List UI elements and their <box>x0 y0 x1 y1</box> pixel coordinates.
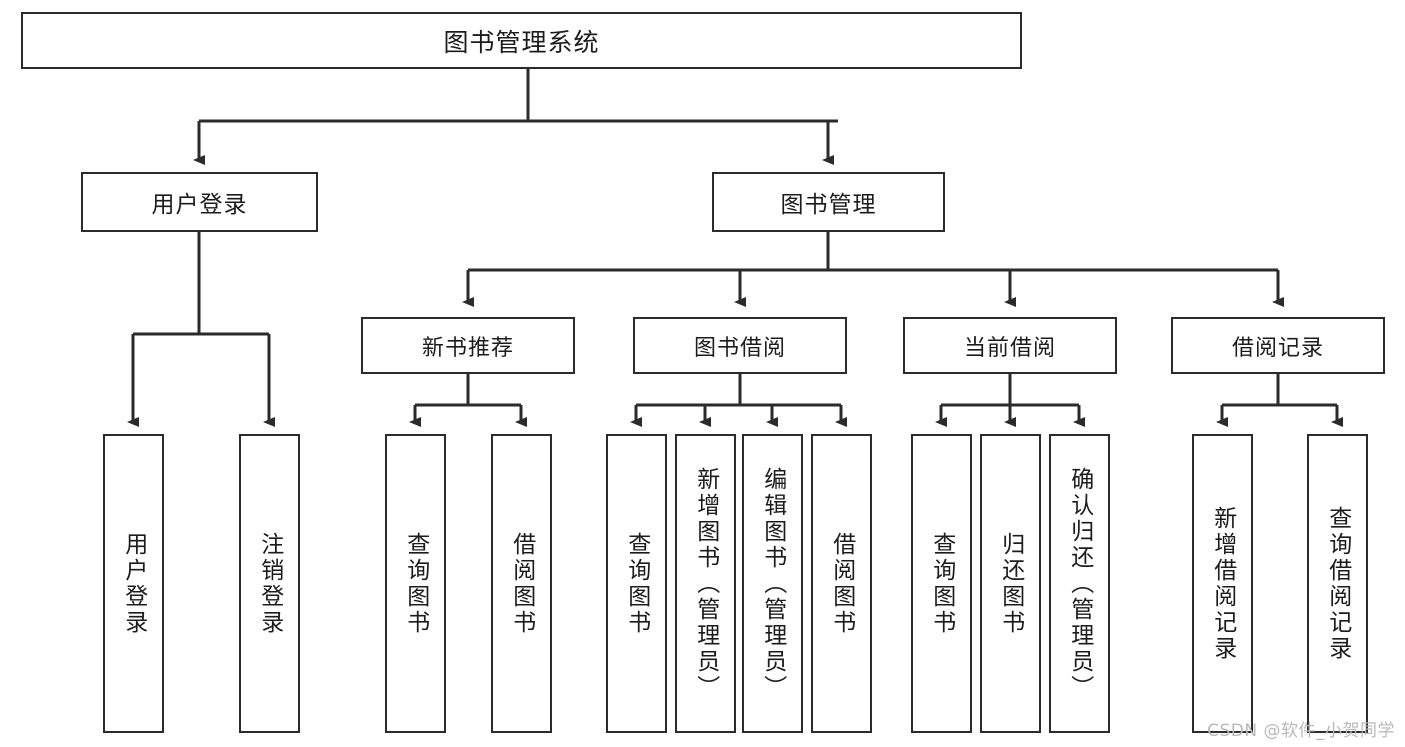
node-borrow-record[interactable]: 借阅记录 <box>1171 317 1385 374</box>
watermark-text: CSDN @软件_小贺同学 <box>1207 721 1395 741</box>
leaf-bb-add-book-label: 新增图书（管理员） <box>692 466 719 701</box>
node-new-book-recommend-label: 新书推荐 <box>421 335 514 361</box>
leaf-cb-query-book[interactable]: 查询图书 <box>911 434 972 733</box>
leaf-nb-query-book[interactable]: 查询图书 <box>385 434 446 733</box>
leaf-bb-add-book[interactable]: 新增图书（管理员） <box>675 434 736 733</box>
leaf-bb-borrow-book-label: 借阅图书 <box>828 531 855 636</box>
node-new-book-recommend[interactable]: 新书推荐 <box>361 317 575 374</box>
leaf-logout[interactable]: 注销登录 <box>239 434 300 733</box>
leaf-nb-borrow-book[interactable]: 借阅图书 <box>491 434 552 733</box>
leaf-logout-label: 注销登录 <box>256 531 283 636</box>
leaf-bb-borrow-book[interactable]: 借阅图书 <box>811 434 872 733</box>
leaf-cb-return-book-label: 归还图书 <box>997 531 1024 636</box>
node-user-login-label: 用户登录 <box>151 192 248 218</box>
leaf-cb-confirm-return-label: 确认归还（管理员） <box>1066 466 1093 701</box>
node-book-borrow-label: 图书借阅 <box>693 335 786 361</box>
leaf-br-query-record[interactable]: 查询借阅记录 <box>1307 434 1368 733</box>
leaf-bb-edit-book[interactable]: 编辑图书（管理员） <box>742 434 803 733</box>
leaf-bb-query-book-label: 查询图书 <box>623 531 650 636</box>
leaf-cb-return-book[interactable]: 归还图书 <box>980 434 1041 733</box>
leaf-bb-query-book[interactable]: 查询图书 <box>606 434 667 733</box>
leaf-user-login[interactable]: 用户登录 <box>103 434 164 733</box>
leaf-nb-borrow-book-label: 借阅图书 <box>508 531 535 636</box>
node-root-label: 图书管理系统 <box>443 27 600 57</box>
node-current-borrow-label: 当前借阅 <box>963 335 1056 361</box>
node-book-management-label: 图书管理 <box>780 192 877 218</box>
node-current-borrow[interactable]: 当前借阅 <box>903 317 1117 374</box>
leaf-br-add-record[interactable]: 新增借阅记录 <box>1192 434 1253 733</box>
node-root-system[interactable]: 图书管理系统 <box>21 12 1022 69</box>
leaf-cb-query-book-label: 查询图书 <box>928 531 955 636</box>
node-user-login[interactable]: 用户登录 <box>81 172 318 232</box>
node-borrow-record-label: 借阅记录 <box>1231 335 1324 361</box>
node-book-borrow[interactable]: 图书借阅 <box>633 317 847 374</box>
leaf-nb-query-book-label: 查询图书 <box>402 531 429 636</box>
leaf-user-login-label: 用户登录 <box>120 531 147 636</box>
node-book-management[interactable]: 图书管理 <box>712 172 945 232</box>
leaf-br-add-record-label: 新增借阅记录 <box>1209 505 1236 662</box>
leaf-br-query-record-label: 查询借阅记录 <box>1324 505 1351 662</box>
leaf-bb-edit-book-label: 编辑图书（管理员） <box>759 466 786 701</box>
leaf-cb-confirm-return[interactable]: 确认归还（管理员） <box>1049 434 1110 733</box>
